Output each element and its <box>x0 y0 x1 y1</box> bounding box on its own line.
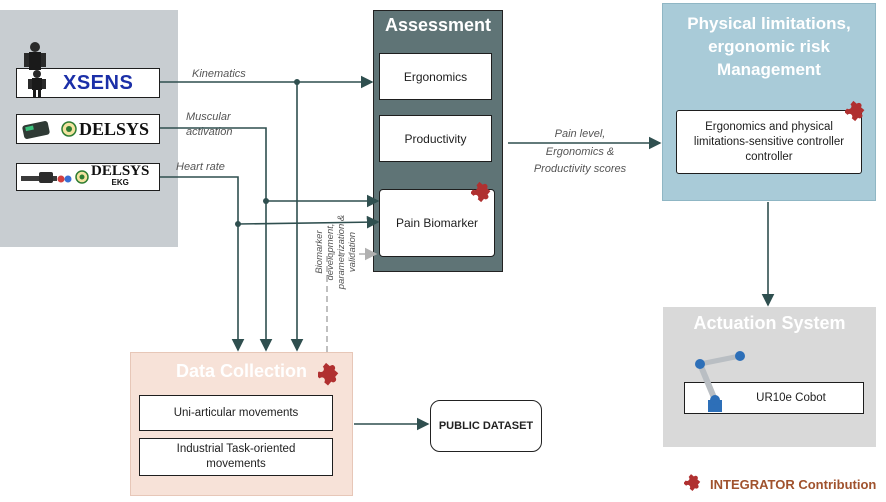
puzzle-icon <box>471 181 491 203</box>
uni-articular-box: Uni-articular movements <box>139 395 333 431</box>
productivity-box: Productivity <box>379 115 492 162</box>
industrial-task-line1: Industrial Task-oriented <box>176 443 296 455</box>
controller-line3: controller <box>745 150 793 163</box>
delsys-ekg-logo: DELSYS <box>91 163 150 179</box>
muscular-to-data-arrow <box>160 127 273 352</box>
actuation-panel: Actuation System <box>663 307 876 447</box>
puzzle-icon <box>318 362 339 386</box>
delsys-logo: DELSYS <box>79 118 150 139</box>
assessment-output-line3: Productivity scores <box>533 163 627 175</box>
heart-rate-label: Heart rate <box>176 161 225 173</box>
legend-puzzle-icon <box>684 474 701 492</box>
puzzle-icon <box>845 100 865 122</box>
heart-to-data-arrow <box>160 176 245 352</box>
person-figure-icon <box>24 42 46 70</box>
legend-text: INTEGRATOR Contribution <box>710 477 877 492</box>
assessment-title: Assessment <box>384 15 492 35</box>
industrial-task-line2: movements <box>206 458 266 470</box>
public-dataset-box: PUBLIC DATASET <box>430 400 542 452</box>
muscular-label-line2: activation <box>186 126 233 138</box>
delsys-emblem-icon <box>61 121 77 137</box>
kinematics-label: Kinematics <box>192 68 246 80</box>
physical-title-line1: Physical limitations, <box>687 14 851 33</box>
person-icon <box>28 70 46 98</box>
xsens-sensor: XSENS <box>16 68 160 98</box>
robot-arm-icon <box>695 351 745 412</box>
industrial-task-box: Industrial Task-oriented movements <box>139 438 333 476</box>
ergonomics-box: Ergonomics <box>379 53 492 100</box>
ekg-label: EKG <box>111 178 129 187</box>
delsys-emg-sensor: DELSYS <box>16 114 160 144</box>
delsys-emblem-icon <box>75 170 89 184</box>
pain-biomarker-box: Pain Biomarker <box>379 189 495 257</box>
physical-title-line3: Management <box>717 60 821 79</box>
cobot-label: UR10e Cobot <box>756 392 826 404</box>
heart-to-pain-arrow <box>237 215 380 229</box>
muscular-label-line1: Muscular <box>186 111 231 123</box>
emg-sensor-icon <box>22 121 50 139</box>
controller-box: Ergonomics and physical limitations-sens… <box>676 110 862 174</box>
assessment-output-line1: Pain level, <box>554 128 606 140</box>
delsys-ekg-sensor: DELSYS EKG <box>16 163 160 191</box>
ekg-sensor-icon <box>21 172 72 183</box>
biomarker-dashed-arrow <box>326 247 378 352</box>
xsens-logo: XSENS <box>63 71 134 94</box>
controller-line2: limitations-sensitive controller <box>693 135 845 148</box>
assessment-output-line2: Ergonomics & <box>545 146 615 158</box>
controller-line1: Ergonomics and physical <box>705 120 833 133</box>
actuation-title: Actuation System <box>693 313 846 333</box>
physical-title-line2: ergonomic risk <box>708 37 830 56</box>
data-collection-title: Data Collection <box>175 361 308 381</box>
